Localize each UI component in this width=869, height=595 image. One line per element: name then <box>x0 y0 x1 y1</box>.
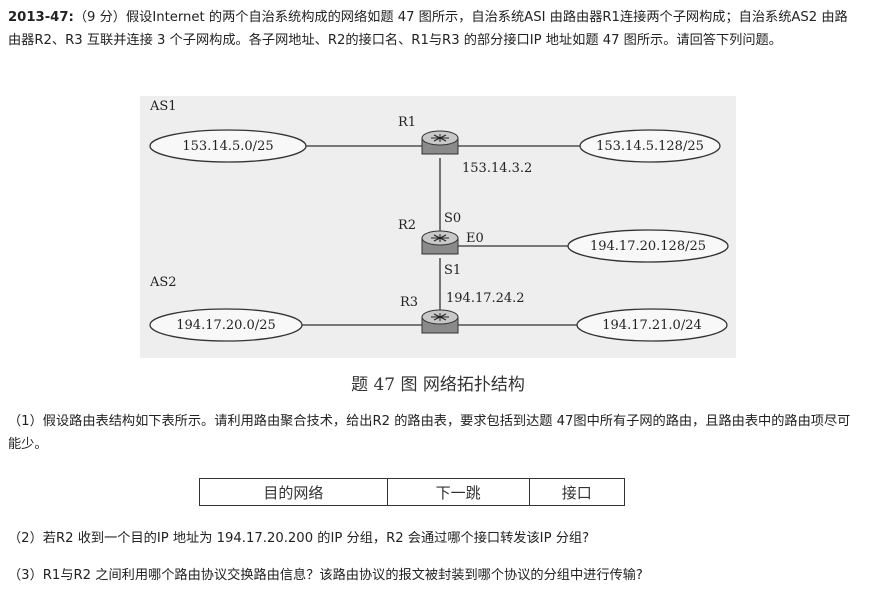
topology-diagram: AS1 AS2 R1 R2 R3 153.14.5.0/25 153.14.5.… <box>149 99 729 342</box>
router-r1-label: R1 <box>398 115 416 130</box>
subnet-as2-left-label: 194.17.20.0/25 <box>176 318 276 333</box>
interface-e0-label: E0 <box>466 231 484 246</box>
problem-text: （9 分）假设Internet 的两个自治系统构成的网络如题 47 图所示，自治… <box>8 10 848 48</box>
r1-ip-label: 153.14.3.2 <box>462 161 532 176</box>
subnet-e0-label: 194.17.20.128/25 <box>590 239 706 254</box>
interface-s1-label: S1 <box>444 263 461 278</box>
subnet-as2-right-label: 194.17.21.0/24 <box>602 318 702 333</box>
routing-table: 目的网络 下一跳 接口 <box>199 478 625 506</box>
question-1: （1）假设路由表结构如下表所示。请利用路由聚合技术，给出R2 的路由表，要求包括… <box>8 414 851 452</box>
subnet-as2-left-ellipse <box>149 308 303 342</box>
question-3: （3）R1与R2 之间利用哪个路由协议交换路由信息？该路由协议的报文被封装到哪个… <box>8 568 643 583</box>
router-r1-icon <box>421 130 459 155</box>
header-next-hop: 下一跳 <box>386 478 530 506</box>
network-topology-figure: AS1 AS2 R1 R2 R3 153.14.5.0/25 153.14.5.… <box>140 96 736 358</box>
header-interface: 接口 <box>528 478 625 506</box>
figure-caption: 题 47 图 网络拓扑结构 <box>351 375 525 395</box>
router-r3-icon <box>421 309 459 334</box>
subnet-as1-right-label: 153.14.5.128/25 <box>596 139 704 154</box>
header-destination: 目的网络 <box>199 478 388 506</box>
router-r2-icon <box>421 230 459 255</box>
router-r3-label: R3 <box>400 295 418 310</box>
r3-ip-label: 194.17.24.2 <box>446 291 525 306</box>
interface-s0-label: S0 <box>444 211 461 226</box>
subnet-as1-right-ellipse <box>579 129 721 163</box>
question-2: （2）若R2 收到一个目的IP 地址为 194.17.20.200 的IP 分组… <box>8 531 590 546</box>
subnet-as1-left-label: 153.14.5.0/25 <box>182 139 273 154</box>
as2-label: AS2 <box>149 275 177 290</box>
problem-intro: 2013-47:（9 分）假设Internet 的两个自治系统构成的网络如题 4… <box>8 6 858 52</box>
subnet-as2-right-ellipse <box>576 308 728 342</box>
routing-table-header-row: 目的网络 下一跳 接口 <box>199 478 625 506</box>
problem-id: 2013-47: <box>8 10 74 25</box>
as1-label: AS1 <box>149 99 177 114</box>
subnet-e0-ellipse <box>567 229 729 263</box>
router-r2-label: R2 <box>398 218 416 233</box>
subnet-as1-left-ellipse <box>149 129 307 163</box>
